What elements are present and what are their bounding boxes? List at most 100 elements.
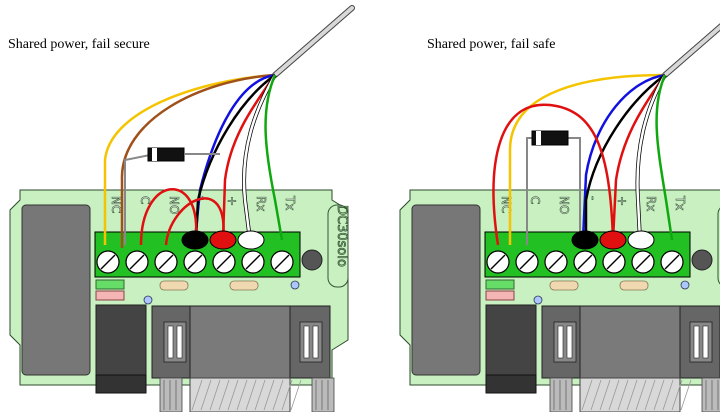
connector-post-slot-a-1 <box>693 325 700 359</box>
relay-component <box>411 204 481 376</box>
dsub-hatch-0 <box>191 379 203 411</box>
dsub-hatch-11 <box>680 379 692 411</box>
resistor-1 <box>549 280 579 291</box>
connector-post-slot-b-0 <box>566 325 573 359</box>
board-label-outline <box>717 207 720 285</box>
diagram-title-fail-safe: Shared power, fail safe <box>427 37 556 52</box>
dsub-screw-0 <box>159 377 183 412</box>
resistor-2 <box>229 280 259 291</box>
dsub-hatch-6 <box>245 379 257 411</box>
serial-connector-shell <box>189 305 291 379</box>
power-jack-base <box>95 374 147 394</box>
dsub-hatch-3 <box>218 379 230 411</box>
terminal-screw-slot-1 <box>129 254 145 270</box>
wire-brown <box>120 73 276 248</box>
connector-post-1 <box>299 321 323 363</box>
dsub-face <box>579 377 681 412</box>
terminal-screw-slot-2 <box>158 254 174 270</box>
dsub-hatch-3 <box>608 379 620 411</box>
wire-green <box>655 74 674 241</box>
cable-jacket-outline <box>662 23 720 78</box>
connector-post-slot-a-0 <box>557 325 564 359</box>
dsub-hatch-6 <box>635 379 647 411</box>
terminal-label-5: Rx <box>644 196 658 211</box>
dsub-screw-1 <box>311 377 335 412</box>
relay-component <box>21 204 91 376</box>
board-label-outline <box>327 204 349 288</box>
terminal-screw-slot-4 <box>606 254 622 270</box>
power-jack <box>95 304 147 381</box>
dsub-hatch-2 <box>209 379 221 411</box>
terminal-label-2: NO <box>557 196 571 214</box>
ferrule-white <box>237 230 265 250</box>
led-green <box>95 279 125 290</box>
dsub-hatch-0 <box>581 379 593 411</box>
wire-red-jumper <box>139 188 198 246</box>
resistor-1 <box>159 280 189 291</box>
wire-white <box>636 74 667 241</box>
dsub-hatch-8 <box>263 379 275 411</box>
diode-band <box>536 131 541 145</box>
terminal-label-5: Rx <box>254 196 268 211</box>
wire-white <box>242 74 277 241</box>
capacitor-left <box>533 295 543 305</box>
dsub-screw-1 <box>701 377 720 412</box>
ferrule-black <box>181 230 209 250</box>
ferrule-black <box>571 230 599 250</box>
terminal-screw-slot-3 <box>577 254 593 270</box>
dsub-hatch-11 <box>290 379 302 411</box>
wire-diode-lead-left <box>526 137 532 245</box>
terminal-screw-slot-0 <box>100 254 116 270</box>
wire-red-jumper-2 <box>164 197 225 246</box>
connector-post-slot-b-1 <box>702 325 709 359</box>
terminal-label-1: C <box>138 196 152 204</box>
capacitor-right <box>290 280 300 290</box>
wire-diode-lead-left <box>124 154 151 245</box>
wire-green <box>264 74 284 241</box>
terminal-label-2: NO <box>167 196 181 214</box>
terminal-label-1: C <box>528 196 542 204</box>
connector-post-slot-b-1 <box>312 325 319 359</box>
connector-post-slot-a-0 <box>167 325 174 359</box>
potentiometer <box>691 249 713 271</box>
cable-jacket <box>273 6 354 77</box>
wire-black <box>194 73 276 241</box>
connector-post-0 <box>553 321 577 363</box>
power-jack-base <box>485 374 537 394</box>
dsub-hatch-1 <box>200 379 212 411</box>
terminal-label-4: + <box>225 196 239 206</box>
dsub-hatch-8 <box>653 379 665 411</box>
terminal-screw-slot-6 <box>274 254 290 270</box>
terminal-label-3: - <box>586 196 600 200</box>
dsub-hatch-5 <box>236 379 248 411</box>
capacitor-left <box>143 295 153 305</box>
power-jack <box>485 304 537 381</box>
dsub-face <box>189 377 291 412</box>
dsub-hatch-2 <box>599 379 611 411</box>
ferrule-red <box>599 230 627 250</box>
terminal-screw-slot-0 <box>490 254 506 270</box>
terminal-screw-slot-4 <box>216 254 232 270</box>
terminal-label-0: NC <box>109 196 123 213</box>
dsub-hatch-1 <box>590 379 602 411</box>
dsub-hatch-10 <box>671 379 683 411</box>
ferrule-red <box>209 230 237 250</box>
dsub-hatch-9 <box>662 379 674 411</box>
resistor-2 <box>619 280 649 291</box>
dsub-hatch-7 <box>644 379 656 411</box>
terminal-screw-slot-3 <box>187 254 203 270</box>
led-pink <box>485 290 515 301</box>
terminal-screw-slot-5 <box>245 254 261 270</box>
connector-post-slot-b-0 <box>176 325 183 359</box>
terminal-screw-slot-2 <box>548 254 564 270</box>
dsub-hatch-4 <box>617 379 629 411</box>
dsub-screw-0 <box>549 377 573 412</box>
serial-connector-shell <box>579 305 681 379</box>
potentiometer <box>301 249 323 271</box>
wire-black <box>584 73 666 240</box>
dsub-hatch-10 <box>281 379 293 411</box>
dsub-hatch-9 <box>272 379 284 411</box>
led-pink <box>95 290 125 301</box>
dsub-hatch-4 <box>227 379 239 411</box>
